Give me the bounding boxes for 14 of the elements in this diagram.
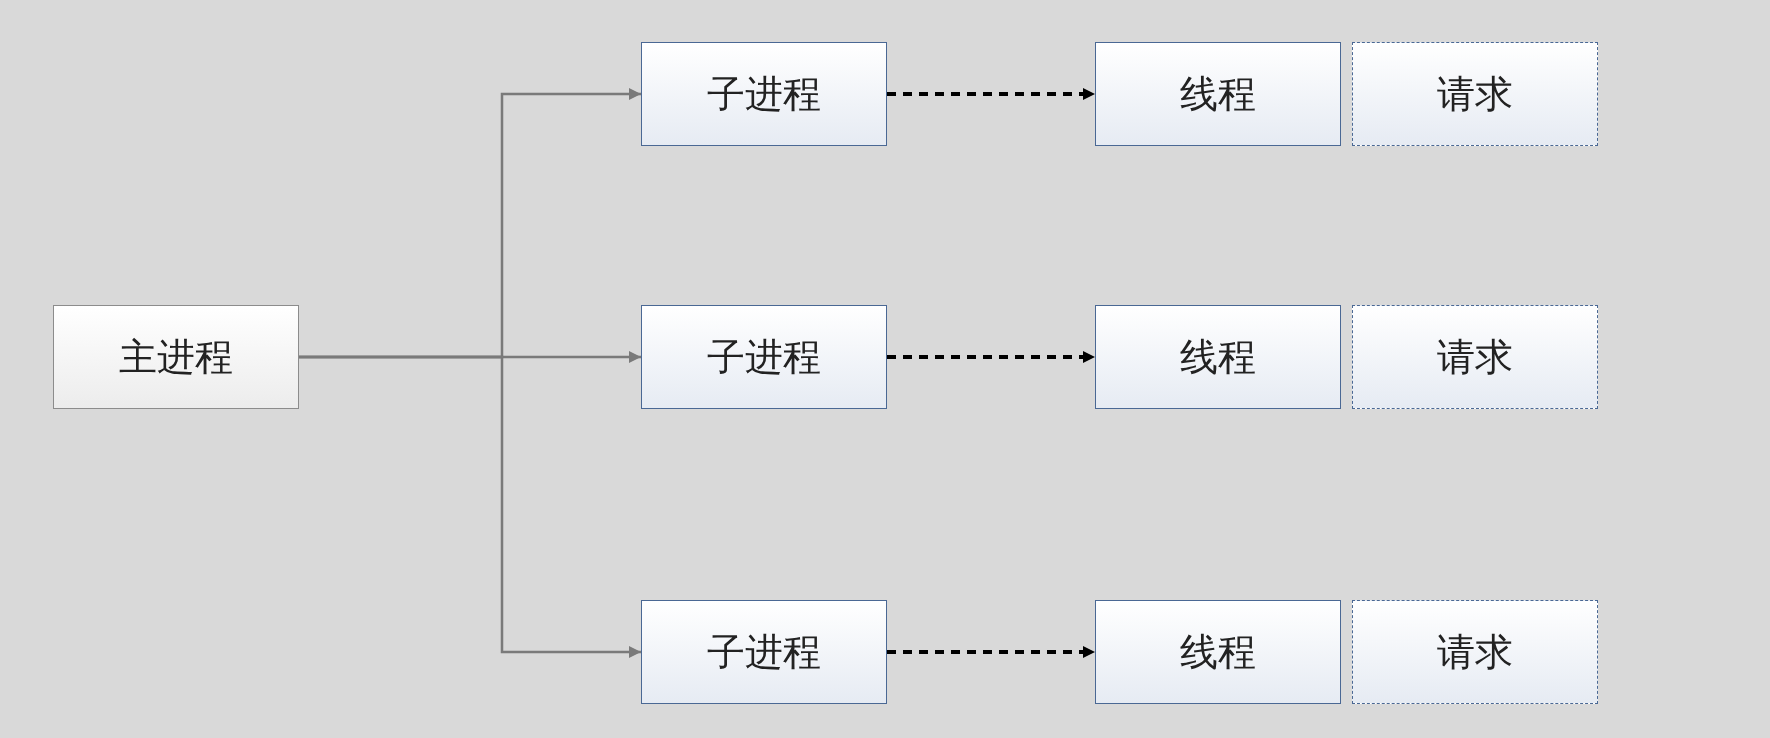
- request-box: 请求: [1352, 42, 1598, 146]
- arrow: [887, 646, 1095, 658]
- thread-box: 线程: [1095, 305, 1341, 409]
- request-box: 请求: [1352, 305, 1598, 409]
- arrow: [299, 355, 641, 658]
- arrow: [887, 88, 1095, 100]
- request-box: 请求: [1352, 600, 1598, 704]
- thread-box: 线程: [1095, 42, 1341, 146]
- arrow: [887, 351, 1095, 363]
- thread-box: 线程: [1095, 600, 1341, 704]
- process-box: 子进程: [641, 600, 887, 704]
- process-box: 子进程: [641, 305, 887, 409]
- process-box: 主进程: [53, 305, 299, 409]
- process-box: 子进程: [641, 42, 887, 146]
